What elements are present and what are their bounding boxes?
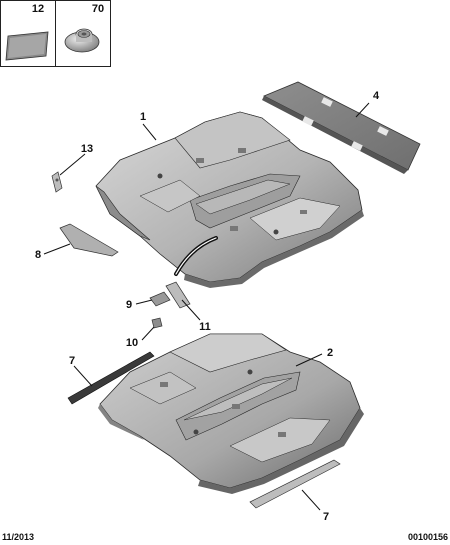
- sill-strip-part-7-right: [249, 459, 341, 509]
- floor-pan-part-2: [98, 333, 364, 494]
- legend-box-70: 70: [55, 0, 111, 67]
- leader-13: [59, 153, 86, 176]
- callout-4: 4: [373, 90, 380, 102]
- foam-pad-icon: [5, 31, 49, 61]
- callout-9: 9: [126, 299, 132, 311]
- callout-11: 11: [199, 321, 211, 333]
- callout-2: 2: [327, 347, 333, 359]
- leader-1: [142, 123, 157, 141]
- leader-10: [141, 326, 155, 341]
- sill-strip-part-7-left: [67, 351, 155, 405]
- nut-icon: [64, 28, 100, 53]
- leader-7-left: [73, 365, 93, 387]
- side-pad-part-8: [59, 223, 119, 257]
- leader-7-right: [301, 489, 321, 511]
- callout-1: 1: [140, 111, 146, 123]
- footer-date: 11/2013: [2, 532, 34, 542]
- floor-insulation-part-1: [95, 111, 364, 288]
- leader-11: [181, 299, 201, 321]
- footer-reference: 00100156: [408, 532, 448, 542]
- legend-box-12: 12: [0, 0, 56, 67]
- callout-10: 10: [126, 337, 138, 349]
- legend-part-12-label: 12: [32, 3, 44, 15]
- leader-9: [135, 299, 153, 305]
- callout-7-left: 7: [69, 355, 75, 367]
- acoustic-mat-part-4: [262, 81, 421, 174]
- callout-13: 13: [81, 143, 93, 155]
- clip-part-13: [51, 171, 63, 193]
- pad-part-10: [151, 317, 163, 329]
- leader-8: [43, 243, 71, 255]
- bracket-part-9: [149, 291, 171, 307]
- callout-7-right: 7: [323, 511, 329, 523]
- leader-4: [355, 102, 370, 118]
- legend-part-70-label: 70: [92, 3, 104, 15]
- callout-8: 8: [35, 249, 41, 261]
- leader-2: [295, 353, 323, 367]
- bracket-part-11: [165, 281, 191, 309]
